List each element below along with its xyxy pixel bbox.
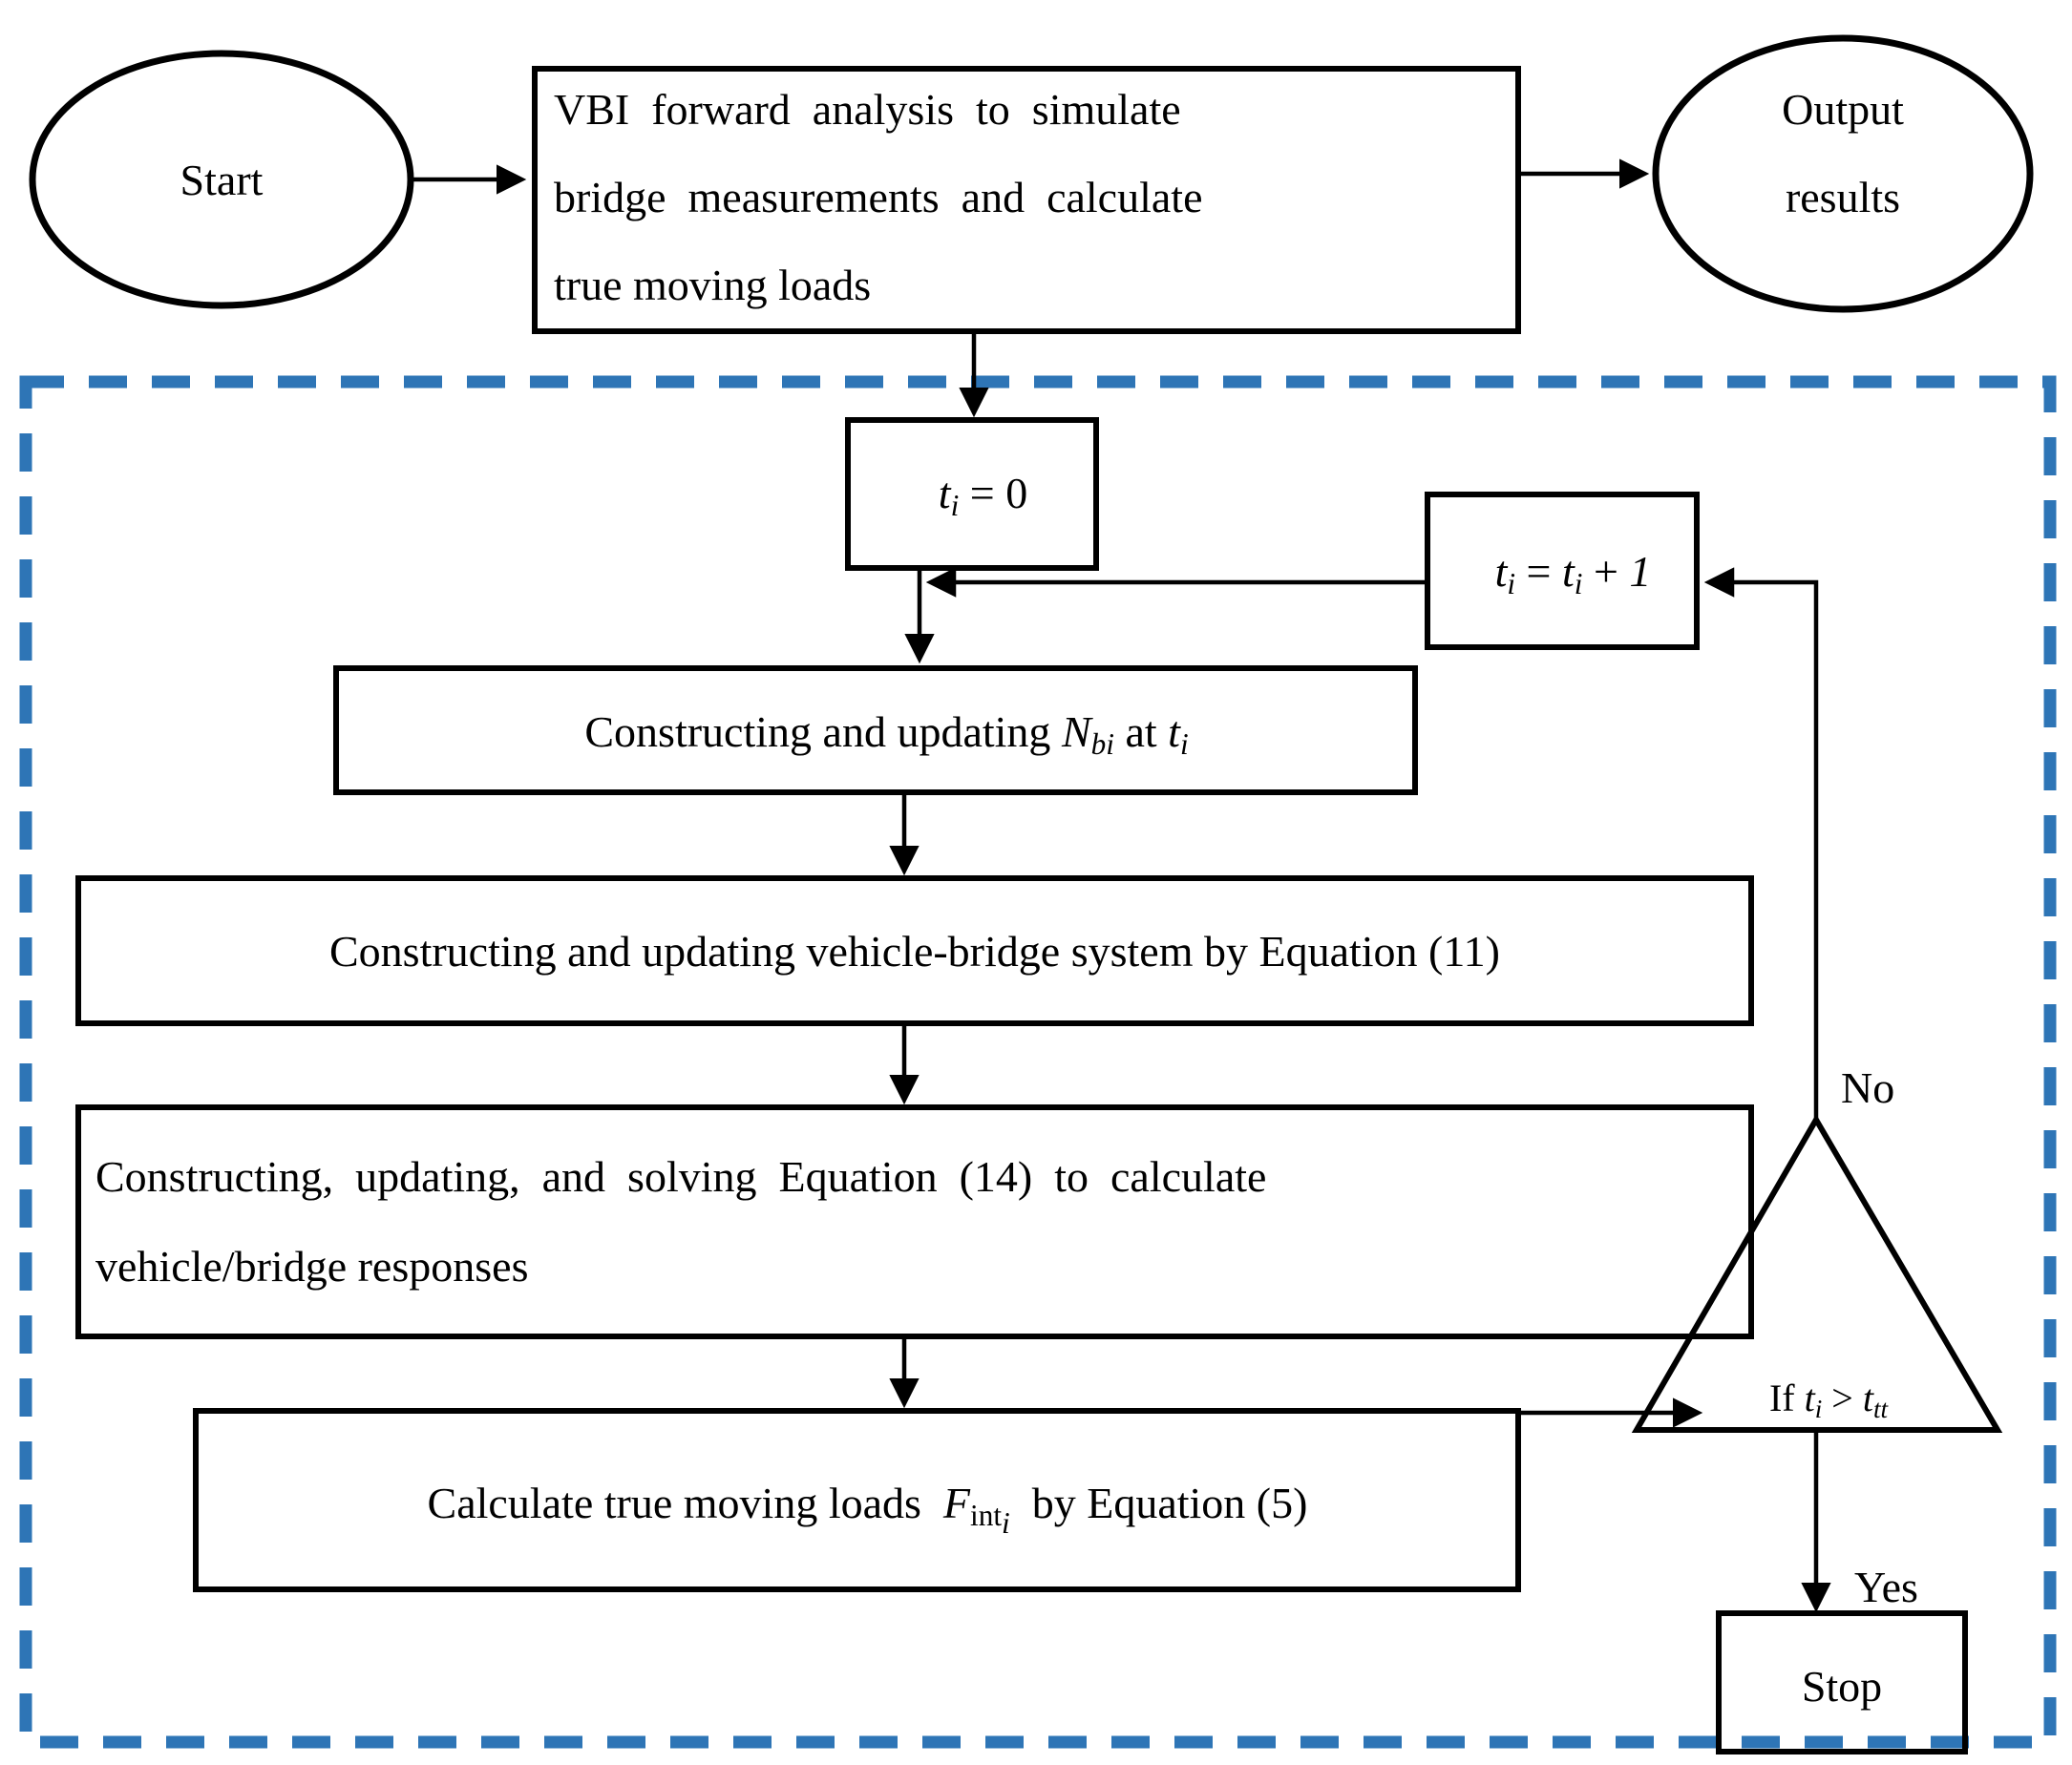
node-decision-label: If ti > ttt — [1702, 1376, 1935, 1423]
node-vbi-forward-analysis-line3: true moving loads — [554, 261, 871, 309]
node-construct-nbi-label: Constructing and updating Nbi at ti — [508, 707, 1243, 761]
node-vbi-forward-analysis-line2: bridge measurements and calculate — [554, 173, 1203, 221]
node-t-increment[interactable] — [1425, 492, 1700, 650]
edge-label-yes: Yes — [1854, 1563, 1918, 1611]
node-construct-eq14-line2: vehicle/bridge responses — [95, 1242, 528, 1291]
node-calc-loads-suffix: by Equation (5) — [1010, 1479, 1308, 1527]
node-construct-nbi-mid: at — [1114, 707, 1168, 756]
node-output-results-line2: results — [1786, 173, 1900, 221]
node-output-results-line1: Output — [1782, 85, 1904, 134]
edge-no-branch-to-tincrement — [1703, 567, 1819, 1120]
node-construct-nbi-symbol2-sub: i — [1180, 727, 1189, 761]
node-decision-var2: t — [1863, 1376, 1874, 1419]
node-decision-if-ti-gt-ttt[interactable] — [1631, 1114, 2003, 1433]
node-t-init-var: t — [939, 469, 952, 517]
edge-label-no: No — [1841, 1063, 1894, 1112]
node-stop-label: Stop — [1802, 1662, 1882, 1711]
node-construct-eq14-line1: Constructing, updating, and solving Equa… — [95, 1152, 1266, 1201]
node-t-increment-eq-mid: = — [1515, 547, 1562, 596]
node-t-init-eq: = 0 — [959, 469, 1027, 517]
node-t-increment-var: t — [1495, 547, 1509, 596]
node-decision-var-sub: i — [1815, 1395, 1823, 1423]
node-decision-var2-sub: tt — [1873, 1395, 1890, 1423]
node-construct-eq14[interactable] — [75, 1104, 1754, 1339]
node-construct-nbi-prefix: Constructing and updating — [584, 707, 1062, 756]
node-calc-loads-prefix: Calculate true moving loads — [428, 1479, 943, 1527]
node-calc-loads[interactable] — [193, 1408, 1521, 1592]
node-start[interactable] — [29, 50, 414, 309]
node-t-increment-var-sub: i — [1507, 567, 1515, 600]
node-construct-nbi-symbol: N — [1061, 707, 1093, 756]
node-construct-eq11-label: Constructing and updating vehicle-bridge… — [329, 927, 1500, 976]
node-t-init-var-sub: i — [951, 489, 960, 522]
node-calc-loads-label: Calculate true moving loads Finti by Equ… — [350, 1479, 1363, 1540]
node-decision-var: t — [1805, 1376, 1816, 1419]
node-output-results[interactable] — [1652, 34, 2034, 313]
node-calc-loads-symbol-sub: int — [970, 1499, 1002, 1532]
node-construct-nbi[interactable] — [333, 665, 1418, 795]
node-construct-nbi-symbol-sub: bi — [1091, 727, 1114, 761]
node-calc-loads-symbol: F — [942, 1479, 971, 1527]
node-construct-nbi-symbol2: t — [1168, 707, 1181, 756]
node-calc-loads-symbol-sub-sub: i — [1002, 1506, 1010, 1540]
node-t-increment-label: ti = ti + 1 — [1418, 547, 1706, 600]
node-stop[interactable] — [1716, 1610, 1968, 1754]
node-start-label: Start — [180, 156, 264, 204]
node-decision-prefix: If — [1769, 1376, 1805, 1419]
node-construct-eq11[interactable] — [75, 875, 1754, 1026]
node-vbi-forward-analysis-line1: VBI forward analysis to simulate — [554, 85, 1181, 134]
node-decision-op: > — [1822, 1376, 1863, 1419]
node-t-init[interactable] — [845, 417, 1099, 571]
node-t-increment-one: 1 — [1629, 547, 1651, 596]
node-t-increment-var2: t — [1562, 547, 1575, 596]
node-t-increment-var2-sub: i — [1575, 567, 1583, 600]
node-t-init-label: ti = 0 — [861, 469, 1082, 522]
node-vbi-forward-analysis[interactable] — [532, 66, 1521, 334]
iterative-loop-region — [19, 375, 2057, 1749]
node-t-increment-plus: + — [1582, 547, 1629, 596]
